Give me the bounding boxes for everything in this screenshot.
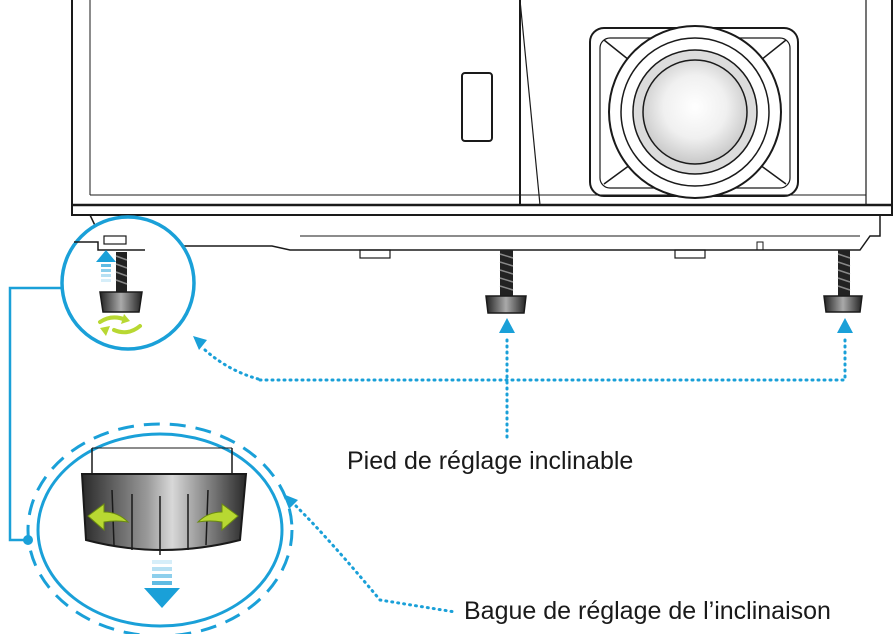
rotate-arrow-icon xyxy=(87,503,239,532)
zoom-circle-small xyxy=(60,215,196,351)
lens-icon xyxy=(608,25,782,199)
rotate-arrow-icon xyxy=(98,314,142,336)
down-arrow-icon xyxy=(144,560,180,608)
up-arrow-icon xyxy=(96,250,116,282)
zoom-connector xyxy=(8,286,62,542)
projector-body xyxy=(71,0,893,259)
tilt-foot-label: Pied de réglage inclinable xyxy=(347,447,634,475)
tilt-ring-label: Bague de réglage de l’inclinaison xyxy=(464,597,831,625)
callout-lines xyxy=(203,338,847,614)
zoom-circle-large xyxy=(26,422,294,634)
tilt-foot-right xyxy=(823,250,863,313)
status-window xyxy=(461,72,493,142)
callout-arrows xyxy=(193,318,853,509)
tilt-foot-middle xyxy=(485,250,527,314)
